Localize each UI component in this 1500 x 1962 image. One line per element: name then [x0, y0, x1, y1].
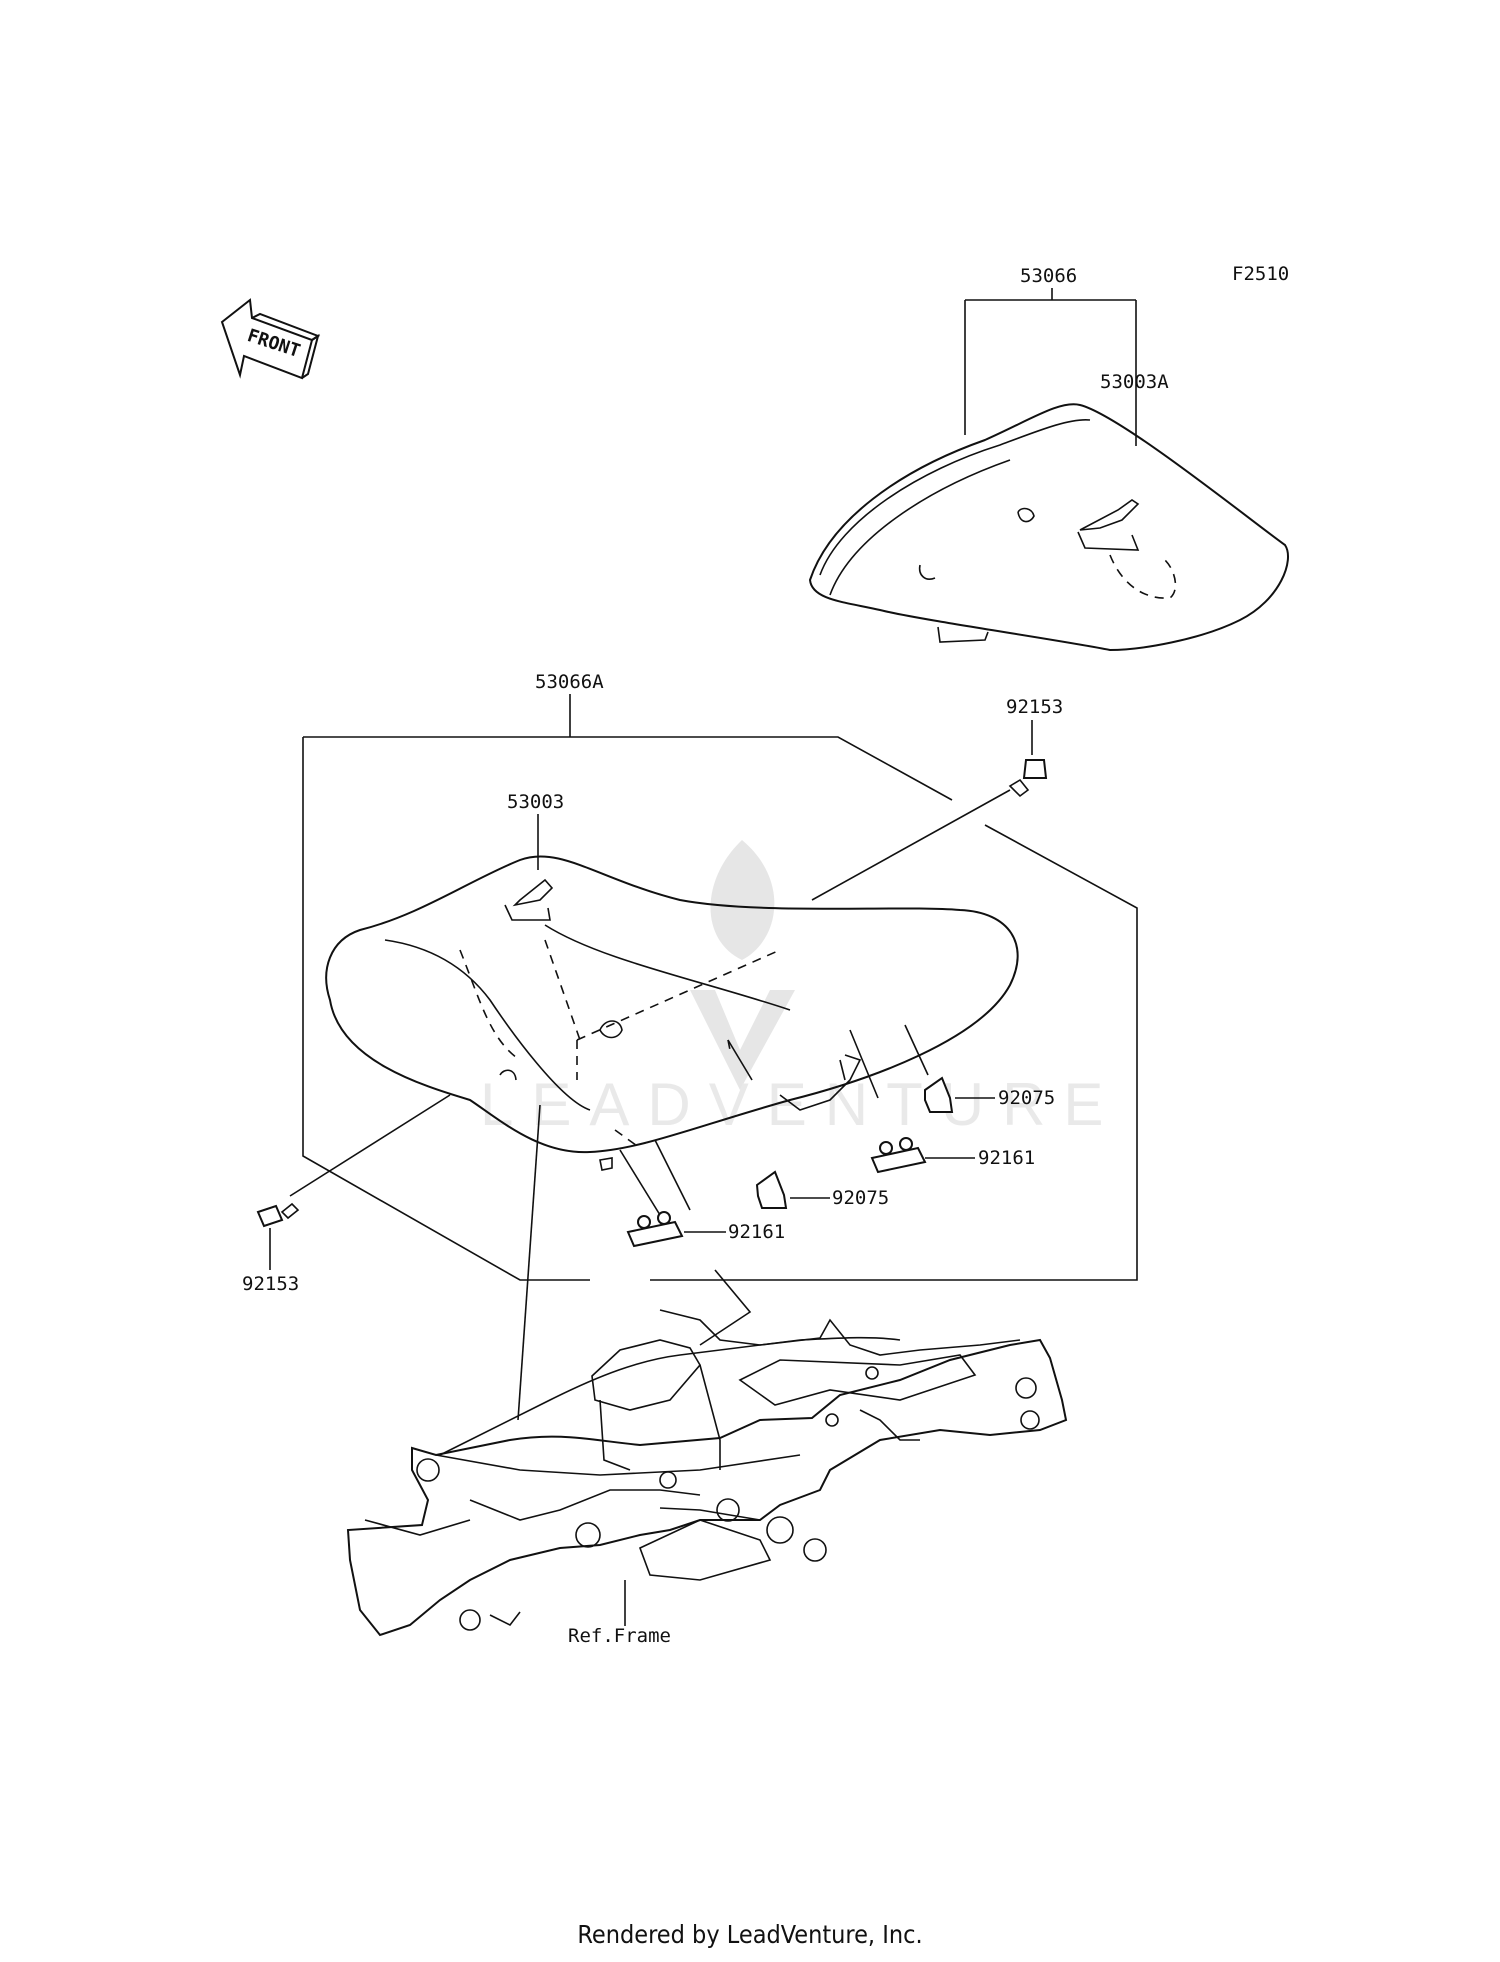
front-label: FRONT — [245, 325, 303, 362]
rear-frame — [346, 1309, 1068, 1637]
clip-92161-mid — [626, 1211, 684, 1248]
diagram-code: F2510 — [1232, 263, 1289, 285]
label-53066A: 53066A — [535, 671, 604, 693]
bolt-92153-top — [1008, 759, 1048, 798]
label-92161-right: 92161 — [978, 1147, 1035, 1169]
label-92075-mid: 92075 — [832, 1187, 889, 1209]
label-92161-mid: 92161 — [728, 1221, 785, 1243]
label-92153-top: 92153 — [1006, 696, 1063, 718]
clip-92161-right — [870, 1137, 927, 1174]
label-53066: 53066 — [1020, 265, 1077, 287]
front-seat — [325, 855, 1019, 1171]
footer-credit: Rendered by LeadVenture, Inc. — [577, 1920, 923, 1949]
grommet-92075-mid — [755, 1170, 788, 1209]
label-53003: 53003 — [507, 791, 564, 813]
grommet-92075-right — [924, 1076, 954, 1113]
front-arrow-icon: FRONT — [220, 298, 321, 380]
label-ref-frame: Ref.Frame — [568, 1625, 671, 1647]
label-92075-right: 92075 — [998, 1087, 1055, 1109]
label-53003A: 53003A — [1100, 371, 1169, 393]
bolt-92153-bottom — [256, 1202, 300, 1228]
rear-seat — [808, 403, 1289, 652]
label-92153-bottom: 92153 — [242, 1273, 299, 1295]
